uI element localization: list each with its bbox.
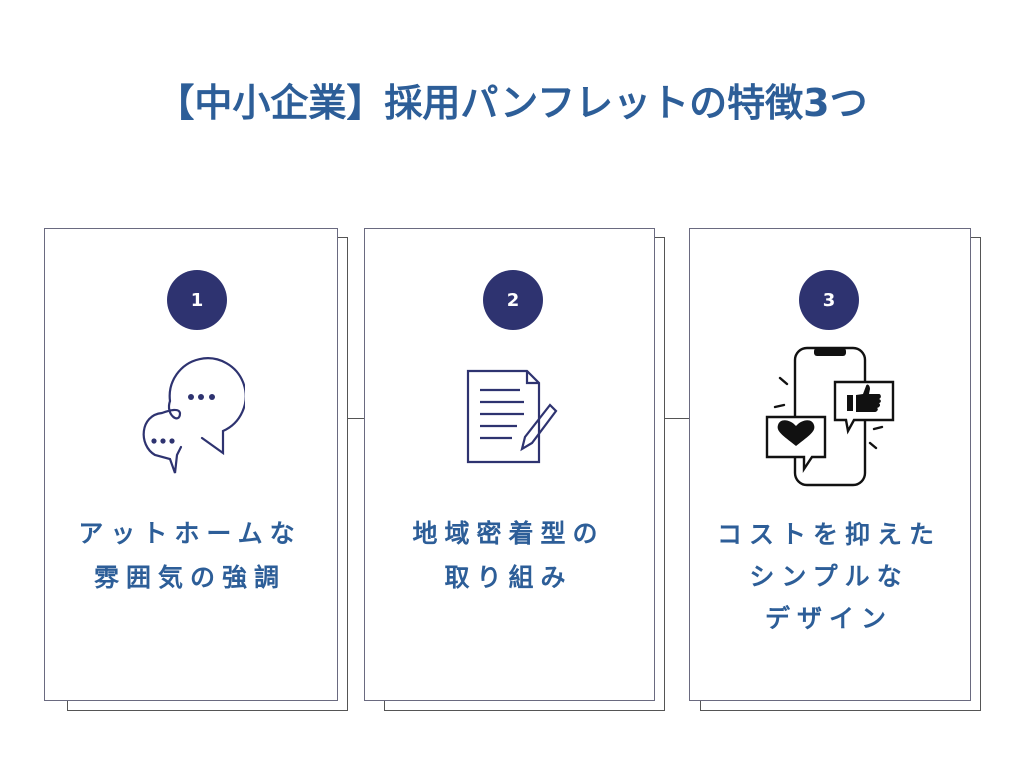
label-line: 雰囲気の強調 <box>93 563 286 592</box>
feature-label-3: コストを抑えた シンプルな デザイン <box>689 514 969 640</box>
label-line: 地域密着型の <box>412 519 605 548</box>
page-title: 【中小企業】採用パンフレットの特徴3つ <box>156 81 868 125</box>
feature-label-1: アットホームな 雰囲気の強調 <box>44 512 336 600</box>
connector-line <box>337 418 364 419</box>
label-line: アットホームな <box>78 519 302 548</box>
label-line: シンプルな <box>749 562 909 591</box>
label-line: デザイン <box>764 604 893 633</box>
number-badge: 2 <box>483 270 543 330</box>
chat-bubbles-icon <box>142 357 245 474</box>
smartphone-reactions-icon <box>765 346 895 487</box>
number-badge: 3 <box>799 270 859 330</box>
document-pen-icon <box>466 369 558 464</box>
label-line: コストを抑えた <box>716 520 941 549</box>
number-badge: 1 <box>167 270 227 330</box>
label-line: 取り組み <box>444 563 573 592</box>
connector-line <box>654 418 689 419</box>
feature-label-2: 地域密着型の 取り組み <box>364 512 653 600</box>
